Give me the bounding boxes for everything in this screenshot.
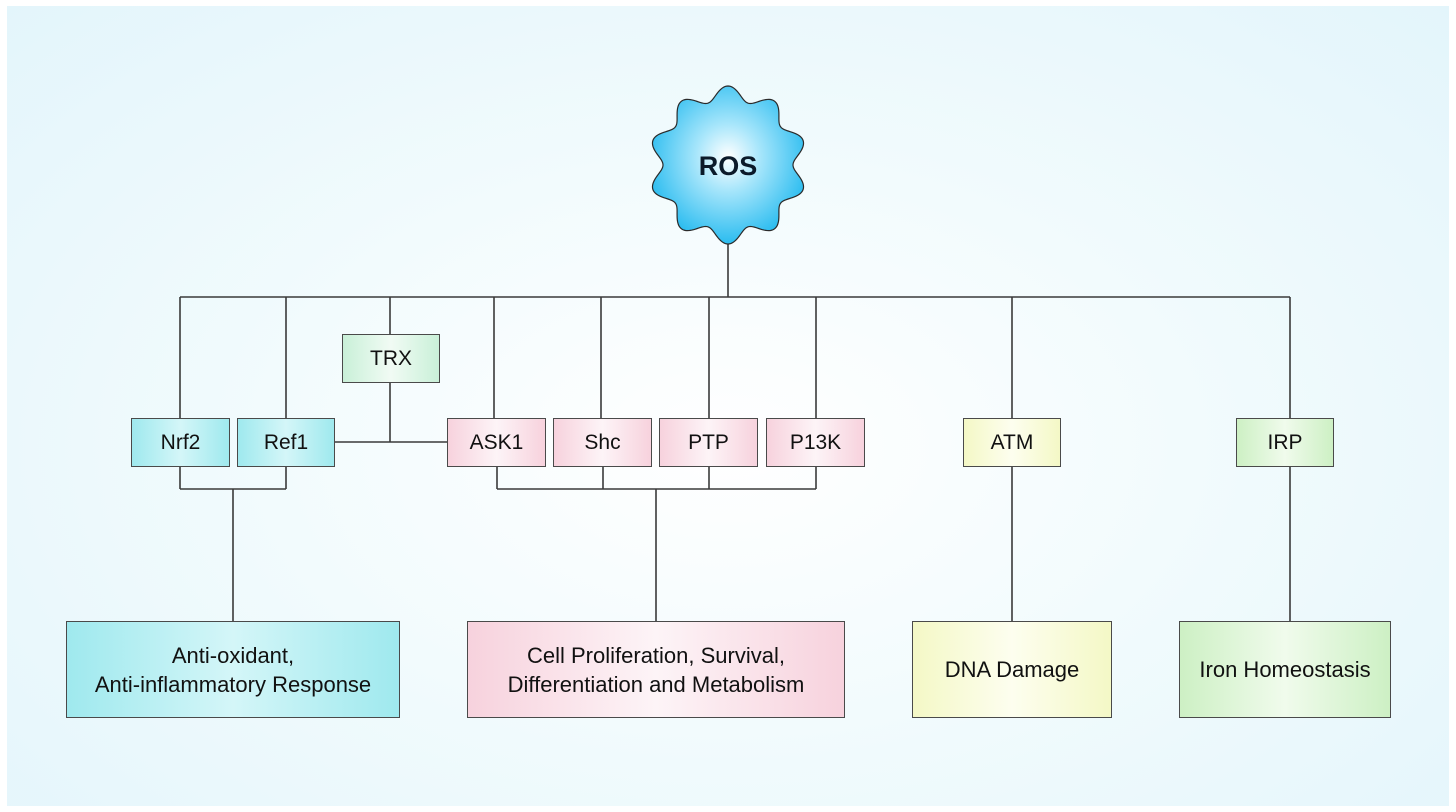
node-atm: ATM xyxy=(963,418,1061,467)
outcome-antioxidant-line1: Anti-oxidant, xyxy=(171,642,295,668)
node-p13k: P13K xyxy=(766,418,865,467)
outcome-antioxidant: Anti-oxidant, Anti-inflammatory Response xyxy=(66,621,400,718)
outcome-proliferation-line2: Differentiation and Metabolism xyxy=(507,671,805,697)
node-nrf2: Nrf2 xyxy=(131,418,230,467)
node-ask1: ASK1 xyxy=(447,418,546,467)
node-shc: Shc xyxy=(553,418,652,467)
node-trx: TRX xyxy=(342,334,440,383)
node-irp: IRP xyxy=(1236,418,1334,467)
outcome-iron-homeostasis: Iron Homeostasis xyxy=(1179,621,1391,718)
outcome-dna-damage: DNA Damage xyxy=(912,621,1112,718)
outcome-proliferation: Cell Proliferation, Survival, Differenti… xyxy=(467,621,845,718)
node-ref1: Ref1 xyxy=(237,418,335,467)
ros-starburst-shape xyxy=(651,85,805,245)
node-ptp: PTP xyxy=(659,418,758,467)
outcome-proliferation-line1: Cell Proliferation, Survival, xyxy=(527,642,785,668)
ros-label: ROS xyxy=(698,150,758,181)
outcome-antioxidant-line2: Anti-inflammatory Response xyxy=(94,671,372,697)
